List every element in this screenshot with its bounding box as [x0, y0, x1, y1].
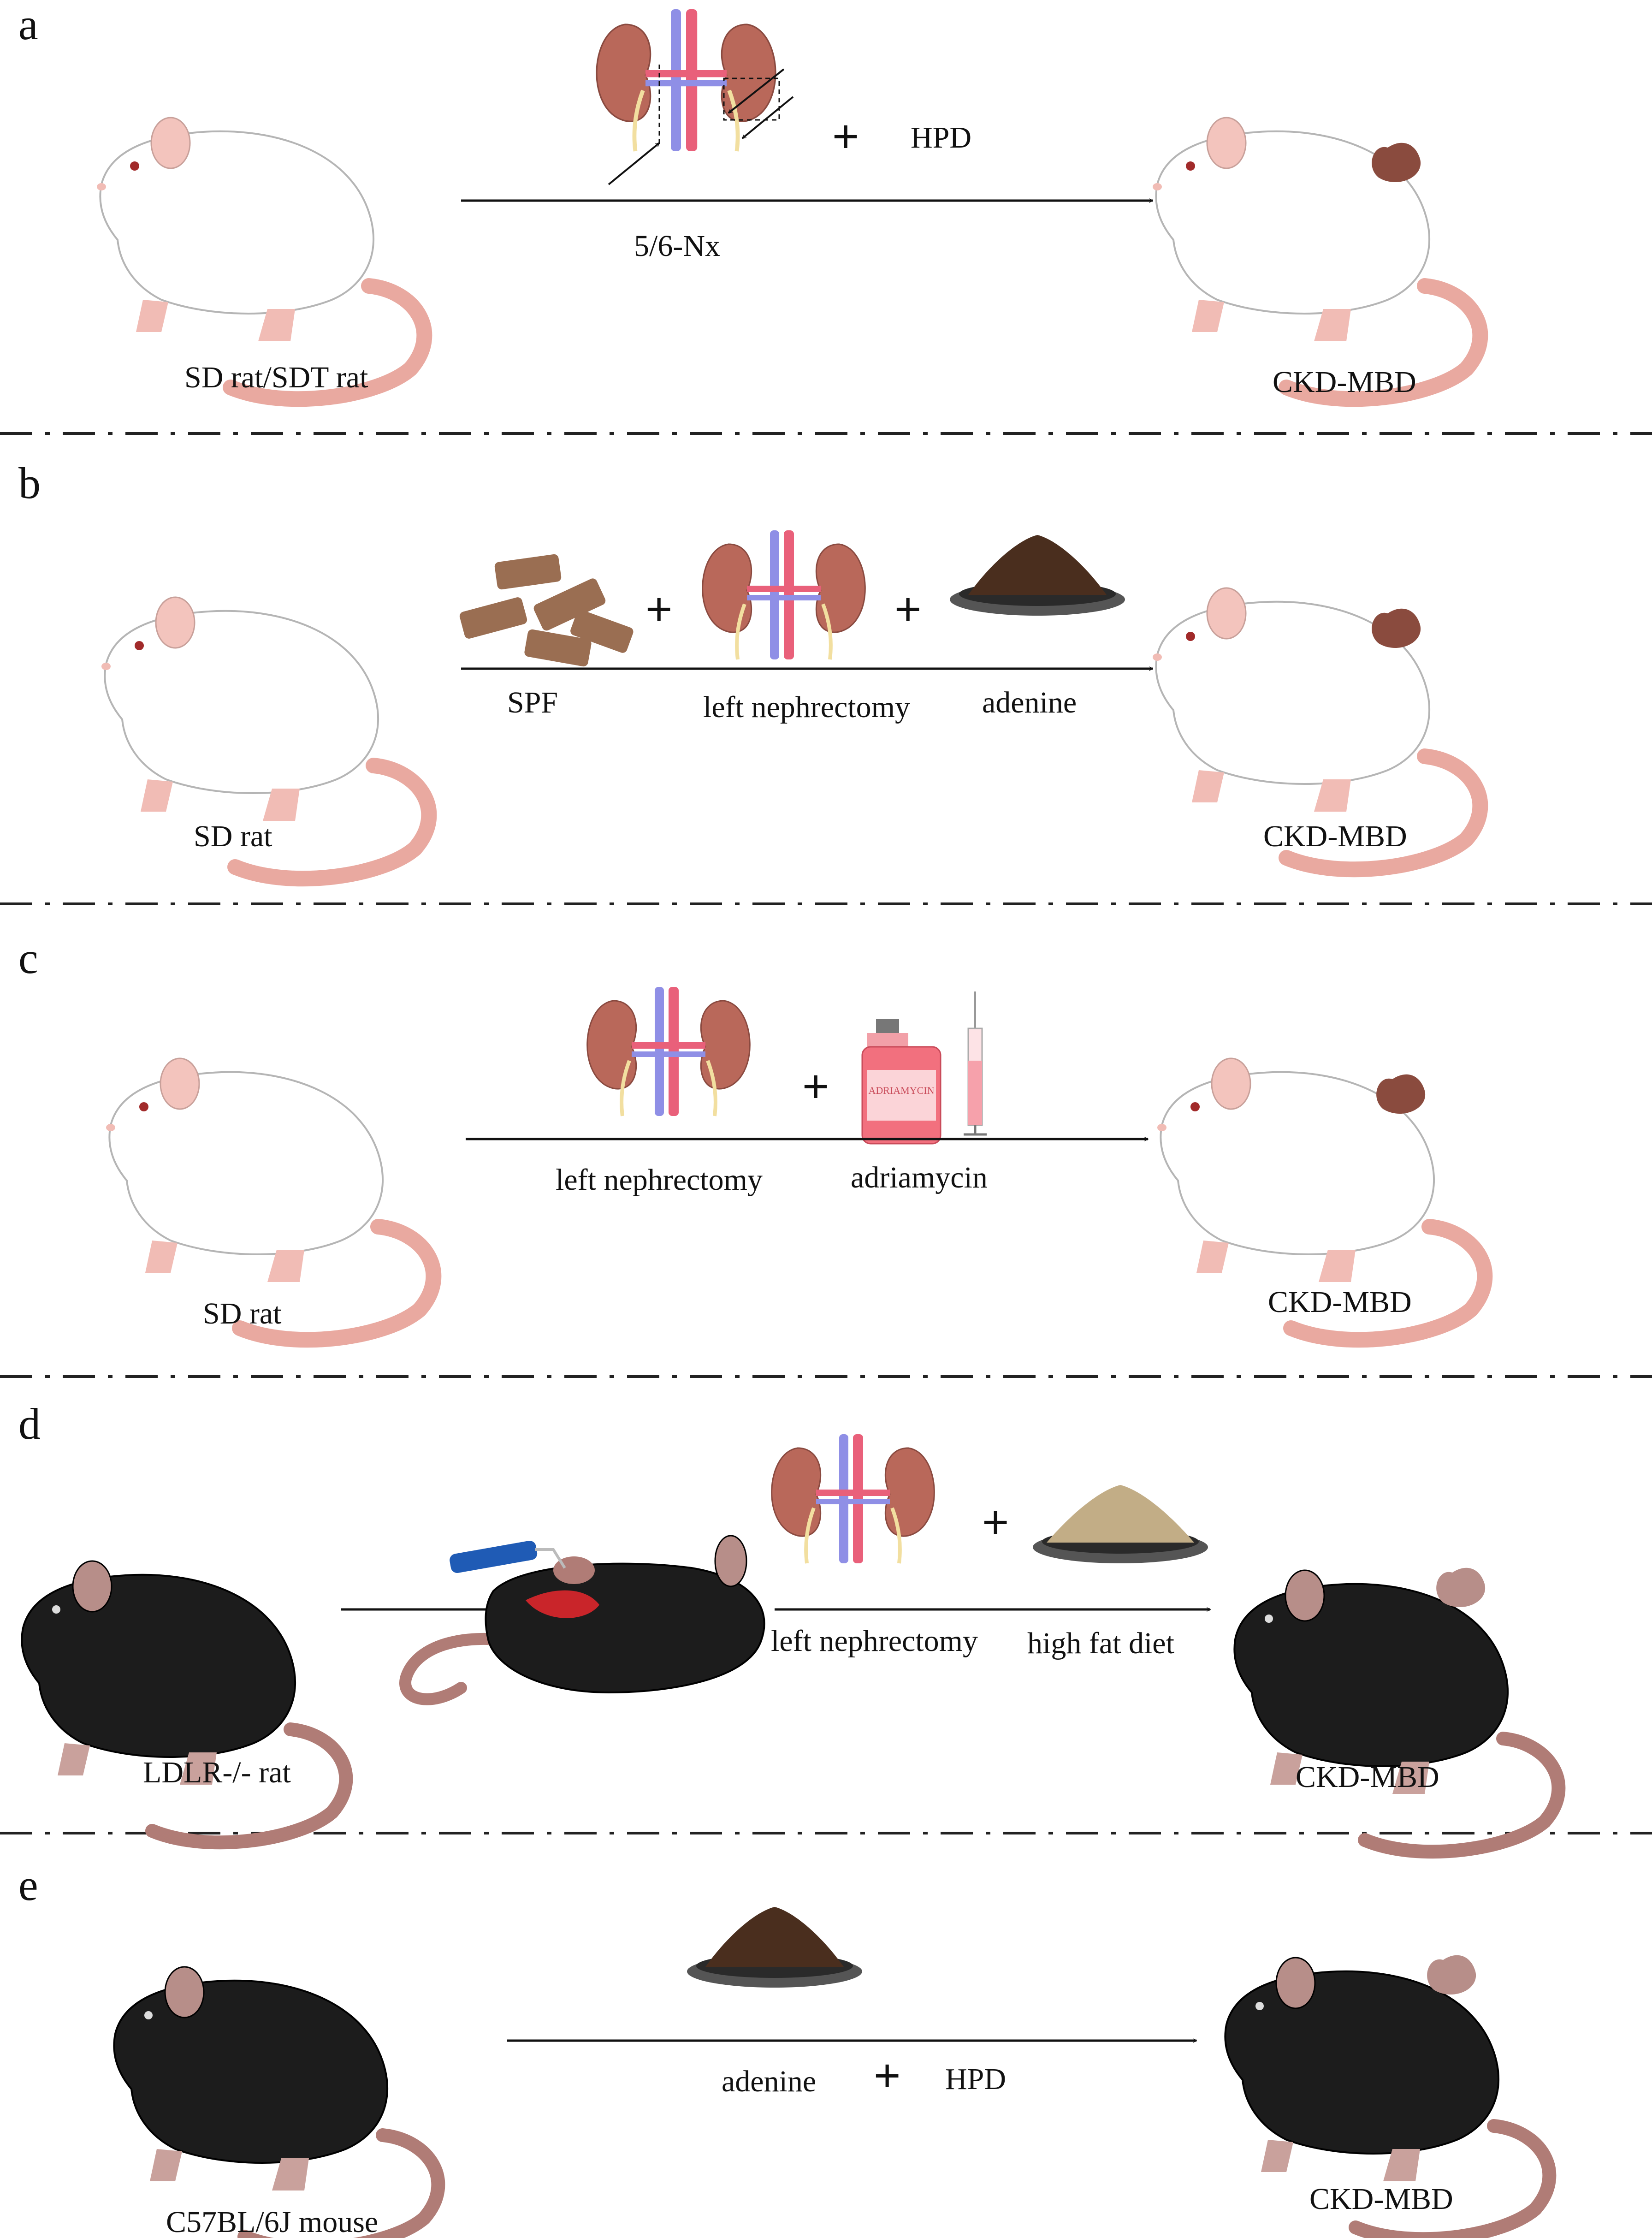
kidney-illustration	[772, 1434, 935, 1563]
panel-letter: c	[18, 933, 38, 983]
step-hpd: HPD	[945, 2062, 1006, 2096]
plus-sign: +	[645, 583, 672, 635]
plus-sign: +	[894, 583, 921, 635]
outcome-label: CKD-MBD	[1268, 1285, 1412, 1319]
panel-letter: e	[18, 1860, 38, 1910]
plus-sign: +	[832, 111, 859, 162]
panel-e: e adenine + HPD C57BL/6J mouse CKD-MBD	[18, 1860, 1549, 2238]
panel-letter: d	[18, 1399, 41, 1448]
step-nx: 5/6-Nx	[634, 229, 720, 263]
c57-mouse-illustration	[114, 1967, 438, 2238]
step-adenine: adenine	[722, 2065, 816, 2098]
strain-label: C57BL/6J mouse	[166, 2205, 378, 2238]
nx-kidney-illustration	[597, 9, 780, 151]
sd-rat-illustration	[97, 118, 424, 399]
outcome-label: CKD-MBD	[1309, 2182, 1453, 2216]
panel-a: a + HPD 5/6-Nx SD rat/SDT rat CKD-MBD	[18, 0, 1480, 399]
panel-letter: a	[18, 0, 38, 49]
panel-c: c + ADRIAMYCIN left nephrectomy adriamyc…	[18, 933, 1485, 1340]
adenine-food-illustration	[950, 535, 1125, 616]
panel-d: d + left nephrectomy high fat diet LDLR-…	[18, 1399, 1558, 1852]
step-nephrectomy: left nephrectomy	[556, 1163, 763, 1197]
plus-sign: +	[982, 1496, 1009, 1548]
plus-sign: +	[874, 2050, 900, 2101]
kidney-illustration	[703, 530, 865, 659]
ckd-rat-illustration	[1153, 118, 1480, 399]
outcome-label: CKD-MBD	[1296, 1760, 1439, 1794]
strain-label: SD rat	[194, 819, 272, 853]
strain-label: LDLR-/- rat	[143, 1756, 291, 1789]
step-adenine: adenine	[982, 686, 1077, 719]
adenine-food-illustration	[687, 1907, 862, 1988]
strain-label: SD rat/SDT rat	[184, 361, 368, 394]
plus-sign: +	[802, 1061, 829, 1112]
panel-letter: b	[18, 458, 41, 508]
step-high-fat-diet: high fat diet	[1027, 1627, 1174, 1660]
vial-label: ADRIAMYCIN	[869, 1085, 935, 1096]
kidney-illustration	[587, 987, 750, 1116]
outcome-label: CKD-MBD	[1273, 365, 1416, 399]
syringe-icon	[964, 991, 987, 1136]
strain-label: SD rat	[203, 1297, 281, 1330]
spf-chow-illustration	[459, 554, 634, 667]
step-nephrectomy: left nephrectomy	[703, 690, 910, 724]
step-spf: SPF	[507, 686, 558, 719]
panel-b: b + + SPF left nephrectomy adenine SD ra…	[18, 458, 1480, 879]
ckd-mouse-illustration	[1234, 1570, 1558, 1852]
step-adriamycin: adriamycin	[851, 1161, 988, 1194]
high-fat-food-illustration	[1033, 1485, 1208, 1563]
step-hpd: HPD	[911, 121, 971, 154]
outcome-label: CKD-MBD	[1263, 819, 1407, 853]
anesthetized-mouse-illustration	[399, 1535, 765, 1705]
step-nephrectomy: left nephrectomy	[771, 1624, 978, 1658]
adriamycin-vial-illustration: ADRIAMYCIN	[861, 1019, 941, 1145]
ldlr-rat-illustration	[22, 1561, 346, 1842]
